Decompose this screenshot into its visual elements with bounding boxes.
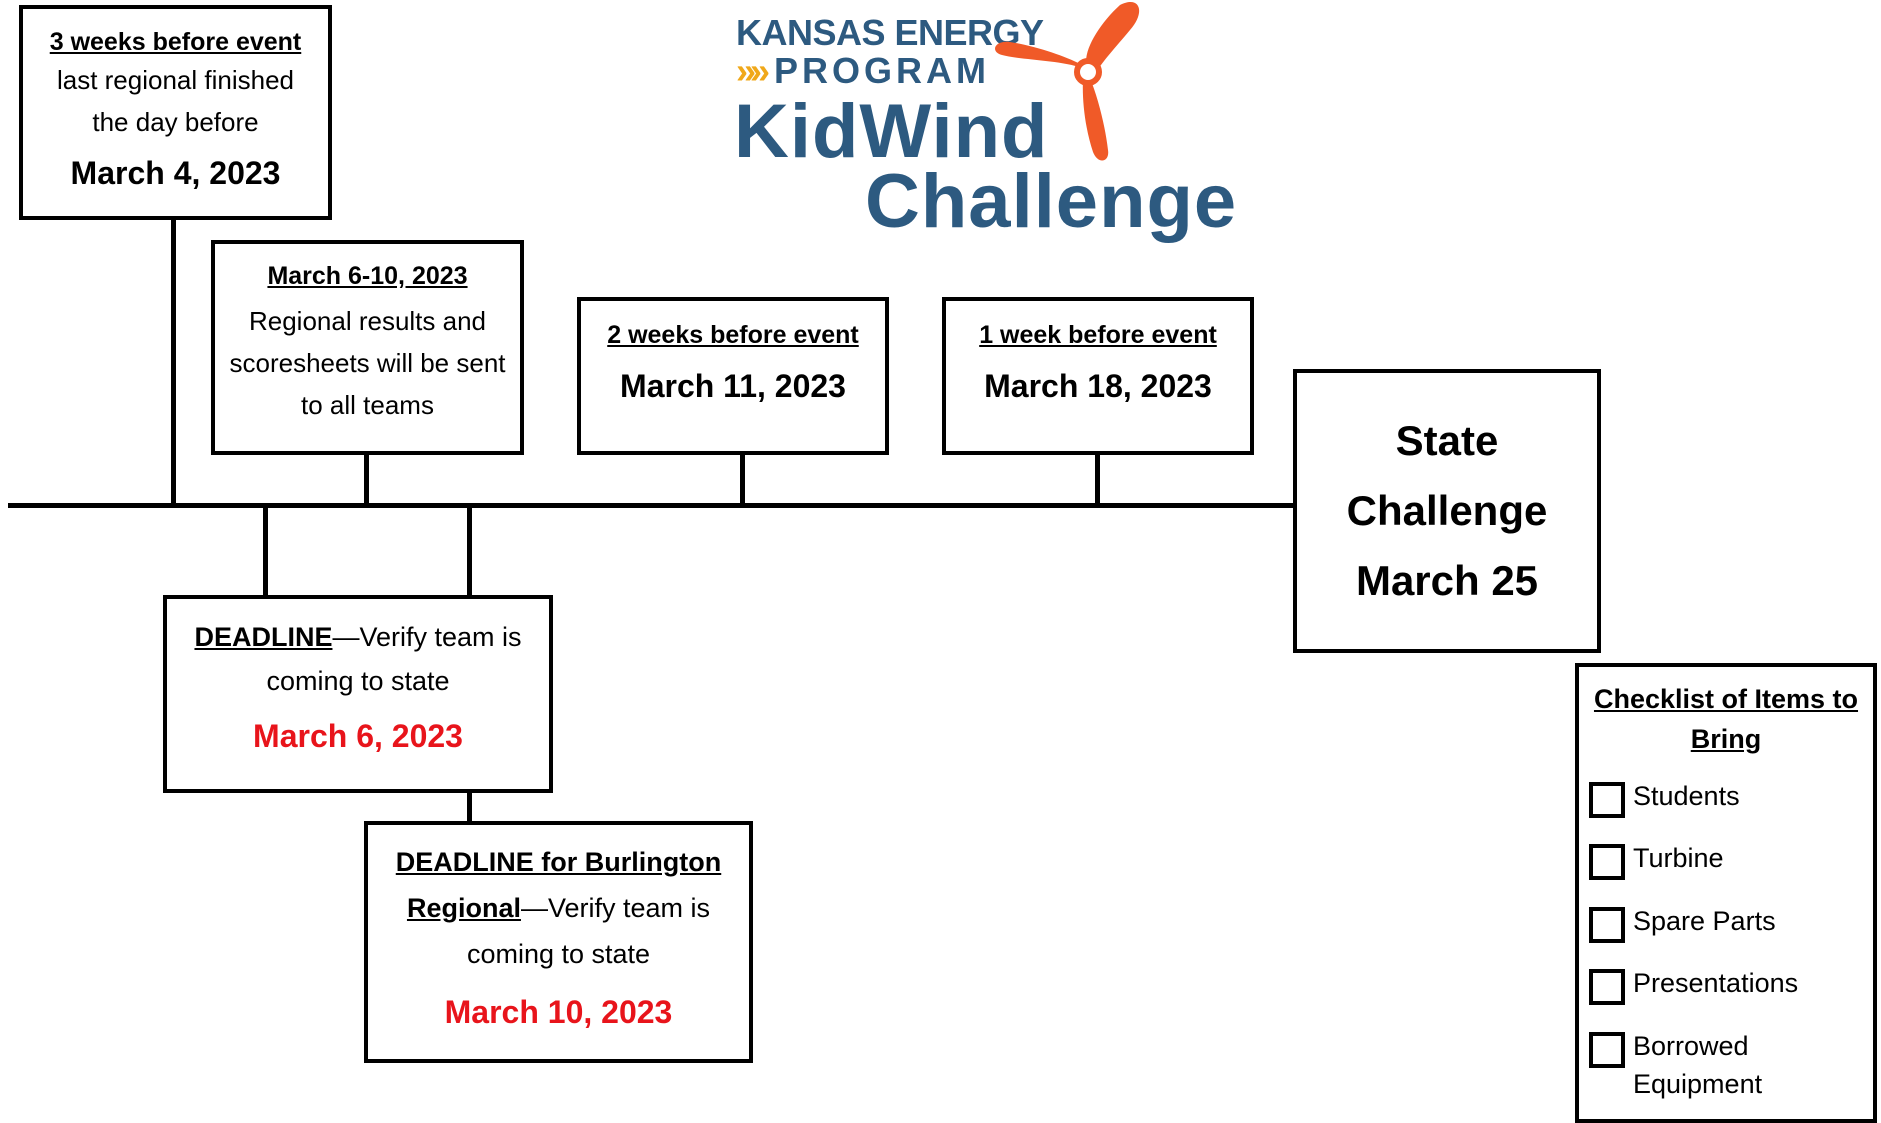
logo-kansas-energy: KANSAS ENERGY bbox=[736, 12, 1044, 53]
connector-3weeks bbox=[171, 219, 176, 503]
connector-2weeks bbox=[740, 455, 745, 503]
milestone-text: Regional results and bbox=[248, 306, 487, 336]
deadline-date: March 6, 2023 bbox=[253, 718, 463, 754]
checkbox[interactable] bbox=[1589, 1032, 1625, 1068]
milestone-march-6-10: March 6-10, 2023 Regional results and sc… bbox=[211, 240, 524, 455]
milestone-header: 1 week before event bbox=[979, 321, 1217, 349]
checklist-title: Checklist of Items to bbox=[1593, 684, 1859, 714]
connector-deadline2-bottom bbox=[467, 791, 472, 825]
milestone-header: 2 weeks before event bbox=[607, 321, 859, 349]
logo-program: »»PROGRAM bbox=[736, 50, 991, 91]
checklist-item: Students bbox=[1589, 777, 1740, 818]
deadline-date: March 10, 2023 bbox=[444, 994, 673, 1030]
deadline-burlington: DEADLINE for Burlington Regional—Verify … bbox=[364, 821, 753, 1063]
checklist-item: Turbine bbox=[1589, 839, 1724, 880]
state-challenge-box: State Challenge March 25 bbox=[1293, 369, 1601, 653]
milestone-3-weeks: 3 weeks before event last regional finis… bbox=[19, 5, 332, 220]
timeline-axis bbox=[8, 503, 1296, 508]
wind-turbine-icon bbox=[995, 2, 1140, 161]
checkbox[interactable] bbox=[1589, 907, 1625, 943]
deadline-text: coming to state bbox=[266, 666, 450, 696]
checklist-title: Bring bbox=[1690, 724, 1762, 754]
deadline-label: DEADLINE bbox=[194, 622, 333, 652]
deadline-text: coming to state bbox=[466, 939, 651, 969]
checklist-item-label: Students bbox=[1633, 781, 1740, 811]
milestone-date: March 4, 2023 bbox=[70, 155, 281, 191]
milestone-date: March 18, 2023 bbox=[984, 368, 1212, 404]
milestone-date: March 11, 2023 bbox=[620, 368, 846, 404]
deadline-text: DEADLINE—Verify team is bbox=[194, 622, 522, 652]
milestone-header: 3 weeks before event bbox=[49, 28, 302, 56]
turbine-hub bbox=[1074, 58, 1102, 86]
checklist-item-label: Turbine bbox=[1633, 843, 1724, 873]
connector-1week bbox=[1095, 455, 1100, 503]
milestone-header: March 6-10, 2023 bbox=[267, 262, 468, 290]
checklist-item: Presentations bbox=[1589, 964, 1798, 1005]
milestone-1-week: 1 week before event March 18, 2023 bbox=[942, 297, 1254, 455]
deadline-text: Regional—Verify team is bbox=[406, 893, 711, 923]
deadline-verify-team: DEADLINE—Verify team is coming to state … bbox=[163, 595, 553, 793]
checkbox[interactable] bbox=[1589, 844, 1625, 880]
connector-deadline1 bbox=[263, 508, 268, 598]
connector-mar6-10 bbox=[364, 455, 369, 503]
checklist-item-label: Presentations bbox=[1633, 968, 1799, 998]
kidwind-logo: KANSAS ENERGY »»PROGRAM KidWind Challeng… bbox=[730, 0, 1236, 244]
milestone-text: scoresheets will be sent bbox=[229, 348, 506, 378]
deadline-label: Regional bbox=[406, 893, 521, 923]
checklist-item-label: Spare Parts bbox=[1633, 906, 1776, 936]
connector-deadline2-top bbox=[467, 508, 472, 598]
chevron-icon: »» bbox=[736, 50, 770, 91]
turbine-blade-left bbox=[995, 41, 1082, 68]
milestone-text: last regional finished bbox=[56, 65, 295, 95]
checklist-item: Spare Parts bbox=[1589, 902, 1776, 943]
state-challenge-title: Challenge bbox=[1346, 487, 1548, 534]
deadline-header: DEADLINE for Burlington bbox=[395, 847, 722, 877]
logo-challenge: Challenge bbox=[865, 159, 1238, 244]
turbine-blade-top bbox=[1086, 2, 1140, 74]
milestone-text: the day before bbox=[92, 107, 259, 137]
logo-kidwind: KidWind bbox=[734, 89, 1049, 174]
checkbox[interactable] bbox=[1589, 782, 1625, 818]
state-challenge-title: State bbox=[1395, 417, 1499, 464]
checklist-panel: Checklist of Items to Bring Students Tur… bbox=[1575, 663, 1877, 1123]
milestone-text: to all teams bbox=[301, 390, 434, 420]
state-challenge-date: March 25 bbox=[1355, 557, 1539, 604]
turbine-blade-bottom bbox=[1082, 78, 1109, 161]
milestone-2-weeks: 2 weeks before event March 11, 2023 bbox=[577, 297, 889, 455]
checkbox[interactable] bbox=[1589, 969, 1625, 1005]
